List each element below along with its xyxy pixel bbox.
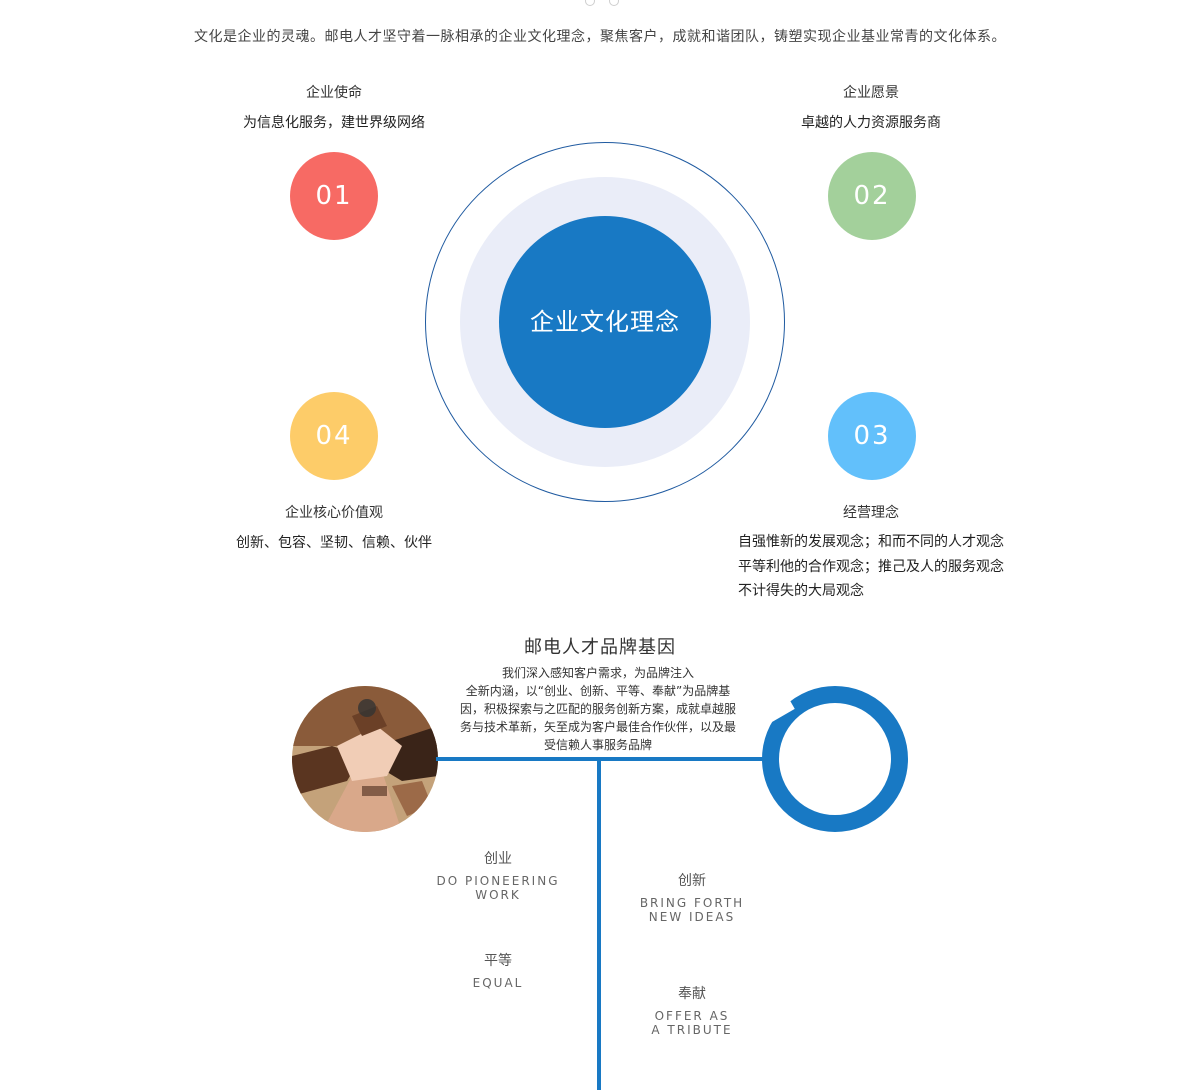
value-en-label: BRING FORTH (639, 896, 745, 910)
values-text: 创新、包容、坚韧、信赖、伙伴 (236, 535, 432, 551)
value-tribute: 奉献 OFFER AS A TRIBUTE (612, 983, 772, 1037)
description-line: 受信赖人事服务品牌 (543, 738, 652, 752)
value-cn-label: 创业 (484, 851, 512, 867)
brand-gene-title: 邮电人才品牌基因 (524, 637, 676, 658)
management-line: 平等利他的合作观念；推己及人的服务观念 (738, 558, 1004, 575)
vision-number-badge: 02 (828, 152, 916, 240)
vision-text: 卓越的人力资源服务商 (801, 115, 941, 131)
values-title: 企业核心价值观 (285, 505, 383, 521)
description-line: 因，积极探索与之匹配的服务创新方案，成就卓越服 (459, 702, 736, 716)
vision-title: 企业愿景 (843, 85, 899, 101)
value-en-label: NEW IDEAS (648, 910, 736, 924)
value-en-label: WORK (475, 888, 521, 902)
description-line: 全新内涵，以“创业、创新、平等、奉献”为品牌基 (465, 684, 731, 698)
value-en-label: DO PIONEERING (436, 874, 560, 888)
value-en-label: A TRIBUTE (651, 1023, 733, 1037)
management-number-badge: 03 (828, 392, 916, 480)
value-cn-label: 奉献 (678, 986, 706, 1002)
outer-ring (425, 142, 785, 502)
mission-title: 企业使命 (306, 85, 362, 101)
description-line: 我们深入感知客户需求，为品牌注入 (501, 666, 694, 680)
value-cn-label: 平等 (484, 953, 512, 969)
brand-gene-description: 我们深入感知客户需求，为品牌注入 全新内涵，以“创业、创新、平等、奉献”为品牌基… (448, 664, 748, 754)
management-line: 自强惟新的发展观念；和而不同的人才观念 (738, 534, 1004, 550)
value-cn-label: 创新 (678, 873, 706, 889)
value-en-label: EQUAL (472, 976, 524, 990)
mission-text: 为信息化服务，建世界级网络 (243, 115, 425, 131)
value-en-label: OFFER AS (654, 1009, 730, 1023)
center-culture-circle: 企业文化理念 (499, 216, 711, 428)
carousel-dot-2[interactable] (609, 0, 619, 6)
mission-number-badge: 01 (290, 152, 378, 240)
description-line: 务与技术革新，矢至成为客户最佳合作伙伴，以及最 (459, 720, 736, 734)
vertical-timeline-line (597, 757, 601, 1090)
management-title: 经营理念 (843, 505, 899, 521)
carousel-dot-1[interactable] (585, 0, 595, 6)
horizontal-connector-line (436, 757, 766, 761)
value-pioneering: 创业 DO PIONEERING WORK (418, 848, 578, 902)
management-line: 不计得失的大局观念 (738, 583, 864, 599)
value-innovation: 创新 BRING FORTH NEW IDEAS (612, 870, 772, 924)
value-equal: 平等 EQUAL (418, 950, 578, 990)
team-hands-photo (292, 686, 438, 832)
values-number-badge: 04 (290, 392, 378, 480)
intro-text: 文化是企业的灵魂。邮电人才坚守着一脉相承的企业文化理念，聚焦客户，成就和谐团队，… (194, 29, 1006, 45)
management-lines: 自强惟新的发展观念；和而不同的人才观念 平等利他的合作观念；推己及人的服务观念 … (738, 530, 1004, 604)
